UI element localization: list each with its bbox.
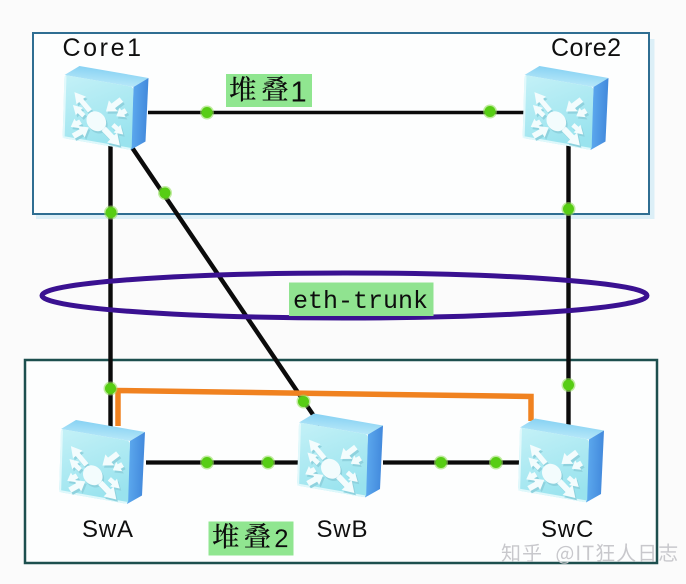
svg-text:SwC: SwC [541,516,594,543]
svg-text:Core2: Core2 [551,34,622,62]
svg-text:SwA: SwA [82,516,134,543]
svg-text:Core1: Core1 [63,34,144,62]
svg-text:SwB: SwB [317,516,369,543]
svg-text:eth-trunk: eth-trunk [293,287,428,316]
